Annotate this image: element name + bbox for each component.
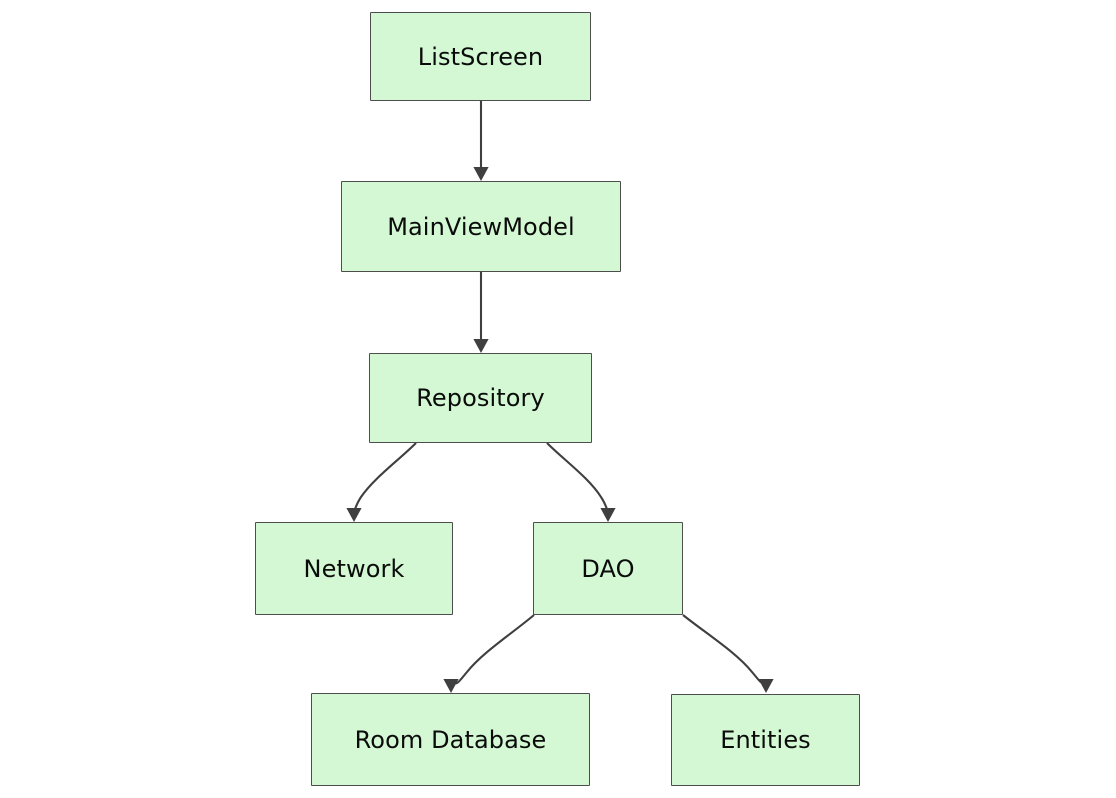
node-list-screen[interactable]: ListScreen (370, 12, 591, 101)
node-label-main-view-model: MainViewModel (387, 212, 575, 241)
node-main-view-model[interactable]: MainViewModel (341, 181, 621, 272)
node-network[interactable]: Network (255, 522, 453, 615)
node-label-dao: DAO (581, 554, 635, 583)
node-label-list-screen: ListScreen (417, 42, 544, 71)
node-room-database[interactable]: Room Database (311, 693, 590, 786)
edge-repository-to-dao (546, 442, 616, 522)
edge-dao-to-entities (682, 614, 774, 693)
node-repository[interactable]: Repository (369, 353, 592, 443)
node-label-room-database: Room Database (354, 725, 547, 754)
node-dao[interactable]: DAO (533, 522, 683, 615)
node-label-network: Network (303, 554, 405, 583)
node-label-entities: Entities (720, 726, 811, 754)
node-label-repository: Repository (416, 384, 545, 412)
edge-list-screen-to-main-view-model (473, 101, 489, 181)
node-entities[interactable]: Entities (671, 694, 860, 786)
edge-repository-to-network (346, 442, 417, 522)
edge-dao-to-room-database (443, 614, 535, 693)
edge-main-view-model-to-repository (473, 272, 489, 353)
